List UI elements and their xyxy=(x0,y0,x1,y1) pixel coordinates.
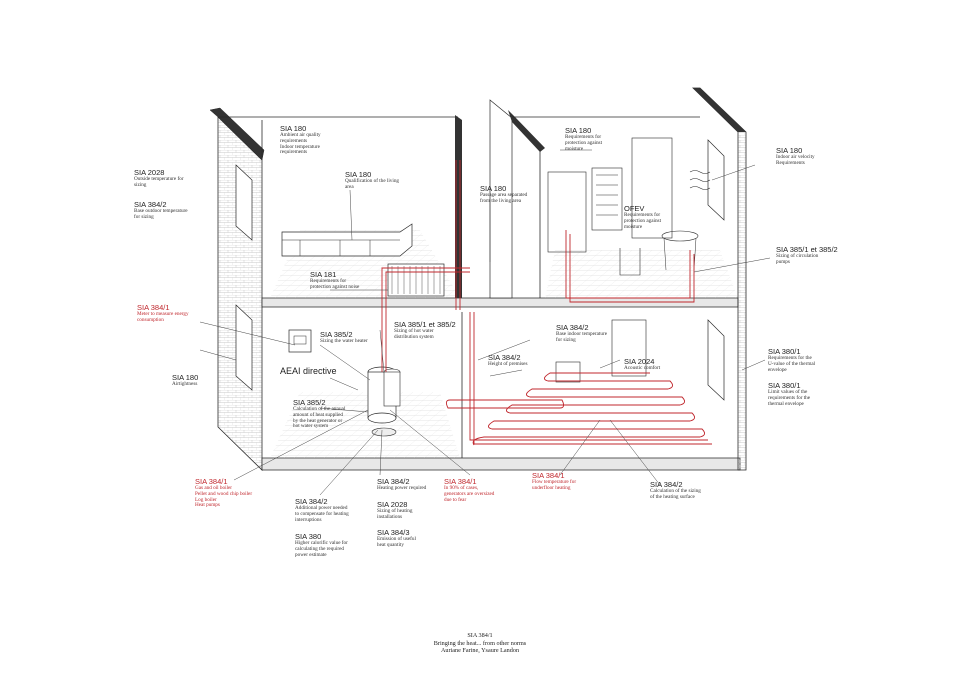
meter-box-sketch xyxy=(288,329,312,353)
caption: SIA 384/1 Bringing the heat... from othe… xyxy=(330,632,630,655)
ground-floor-slab xyxy=(261,392,741,471)
caption-subtitle: Bringing the heat... from other norms xyxy=(433,639,527,647)
radiator-sketch xyxy=(387,263,445,297)
left-outer-wall xyxy=(209,107,265,471)
label-aeai-directive: AEAI directive xyxy=(280,366,337,376)
heating-pipes xyxy=(381,160,712,446)
sofa-sketch xyxy=(281,223,413,257)
bathroom-sketch xyxy=(547,137,711,276)
caption-title: SIA 384/1 xyxy=(467,632,493,639)
caption-authors: Auriane Farine, Ysaure Landon xyxy=(440,647,520,654)
leader-lines xyxy=(199,149,771,496)
bedroom-sketch xyxy=(461,312,647,458)
upper-back-walls xyxy=(218,87,747,471)
